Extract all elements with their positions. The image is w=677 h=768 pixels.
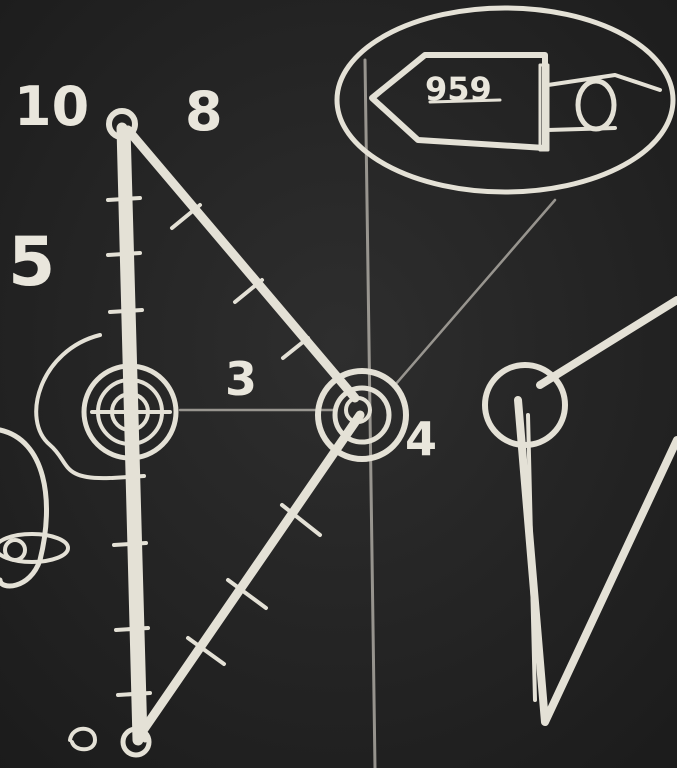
top-vertex-node — [106, 108, 138, 140]
label-top-number: 8 — [185, 80, 223, 143]
triangle-upper-edge — [123, 125, 360, 403]
label-right-node-number: 4 — [405, 412, 437, 466]
right-v-shape — [482, 296, 677, 726]
label-left-number: 5 — [8, 223, 55, 302]
arrow-box-divider — [538, 63, 550, 152]
triangle-lower-edge — [135, 410, 365, 740]
bottom-vertex-node — [68, 726, 152, 758]
label-middle-number: 3 — [225, 352, 257, 406]
top-right-oval-diagram: 959 — [334, 5, 676, 195]
right-node — [315, 368, 409, 462]
left-curve-bracket — [34, 333, 112, 481]
left-edge-sketch — [0, 427, 70, 589]
label-top-left-number: 10 — [14, 75, 89, 138]
middle-left-node — [81, 363, 179, 461]
triangle-left-edge — [106, 122, 152, 746]
diagonal-guide-line — [393, 198, 557, 387]
